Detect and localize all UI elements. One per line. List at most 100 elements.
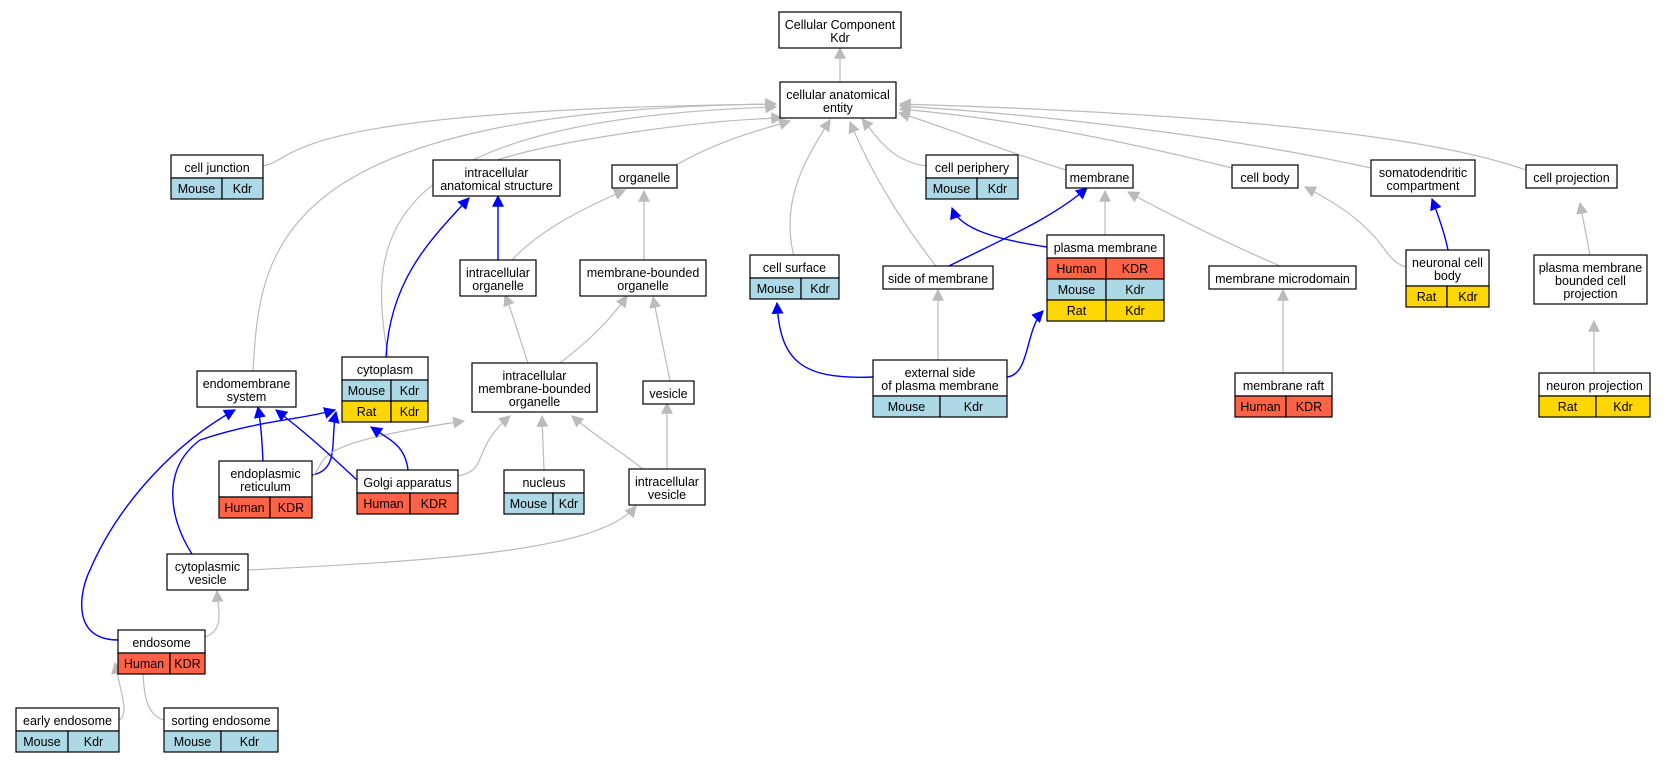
term-box bbox=[432, 159, 561, 197]
species-label: Rat bbox=[1067, 304, 1087, 318]
term-label-line: membrane-bounded bbox=[587, 266, 700, 280]
term-label-line: body bbox=[1434, 269, 1462, 283]
go-term-node-cproj[interactable]: cell projection bbox=[1525, 164, 1618, 189]
term-label-line: plasma membrane bbox=[1054, 241, 1158, 255]
species-label: Human bbox=[363, 497, 403, 511]
edge-layer bbox=[80, 46, 1600, 721]
term-box bbox=[628, 468, 706, 506]
gene-cell-mouse bbox=[939, 395, 1008, 418]
term-box bbox=[459, 259, 537, 297]
term-label-line: Cellular Component bbox=[785, 18, 896, 32]
go-term-node-som[interactable]: side of membrane bbox=[882, 265, 994, 290]
term-label-line: vesicle bbox=[648, 488, 686, 502]
gene-label: KDR bbox=[1122, 262, 1148, 276]
term-label-line: nucleus bbox=[522, 476, 565, 490]
edge-cv-to-cyto-part-of bbox=[172, 407, 337, 555]
term-label-line: intracellular bbox=[635, 475, 699, 489]
term-box bbox=[611, 164, 678, 189]
species-label: Mouse bbox=[510, 497, 548, 511]
term-label-line: projection bbox=[1563, 287, 1617, 301]
gene-label: Kdr bbox=[559, 497, 578, 511]
term-box bbox=[1525, 164, 1618, 189]
gene-cell-mouse bbox=[220, 730, 279, 753]
edge-imbo-to-io-is-a bbox=[503, 293, 529, 364]
species-label: Mouse bbox=[348, 384, 386, 398]
edge-endo-to-ems-part-of bbox=[80, 409, 237, 641]
edge-cper-to-cae-is-a bbox=[861, 118, 927, 167]
edge-som-to-mem-part-of bbox=[938, 187, 1088, 272]
term-label-line: membrane bbox=[1070, 171, 1130, 185]
species-label: Human bbox=[1056, 262, 1096, 276]
term-label-line: cytoplasm bbox=[357, 363, 413, 377]
gene-cell-mouse bbox=[221, 177, 264, 200]
term-label-line: side of membrane bbox=[888, 272, 988, 286]
term-label-line: vesicle bbox=[649, 387, 687, 401]
term-label-line: membrane raft bbox=[1243, 379, 1325, 393]
go-term-node-mem[interactable]: membrane bbox=[1065, 164, 1134, 189]
gene-cell-rat bbox=[1595, 395, 1651, 418]
gene-label: KDR bbox=[174, 657, 200, 671]
edge-cyto-to-ias-part-of bbox=[385, 197, 470, 358]
edge-pm-to-cper-part-of bbox=[950, 206, 1048, 248]
go-term-node-org[interactable]: organelle bbox=[611, 164, 678, 189]
gene-label: Kdr bbox=[1125, 304, 1144, 318]
term-box bbox=[1405, 249, 1490, 287]
gene-label: Kdr bbox=[400, 405, 419, 419]
edge-io-to-org-is-a bbox=[511, 188, 627, 261]
gene-label: KDR bbox=[1296, 400, 1322, 414]
gene-cell-mouse bbox=[800, 277, 840, 300]
term-label-line: reticulum bbox=[240, 480, 291, 494]
edge-espm-to-csurf-part-of bbox=[771, 301, 874, 378]
edge-ias-to-cae-is-a bbox=[496, 112, 784, 161]
gene-label: Kdr bbox=[1613, 400, 1632, 414]
term-label-line: system bbox=[227, 390, 267, 404]
edge-er-to-ems-part-of bbox=[253, 405, 266, 462]
go-term-node-mmd[interactable]: membrane microdomain bbox=[1208, 265, 1357, 290]
term-label-line: cell junction bbox=[184, 161, 249, 175]
gene-label: KDR bbox=[278, 501, 304, 515]
term-label-line: endomembrane bbox=[203, 377, 291, 391]
term-box bbox=[1231, 164, 1299, 189]
term-box bbox=[218, 460, 313, 498]
gene-cell-human bbox=[269, 496, 313, 519]
go-term-node-ves[interactable]: vesicle bbox=[642, 380, 695, 405]
term-label-line: neuronal cell bbox=[1412, 256, 1483, 270]
edge-csurf-to-cae-is-a bbox=[789, 118, 831, 258]
go-term-node-cbody[interactable]: cell body bbox=[1231, 164, 1299, 189]
term-box bbox=[166, 553, 249, 591]
term-box bbox=[1533, 254, 1648, 305]
term-label-line: cell surface bbox=[763, 261, 826, 275]
species-label: Rat bbox=[1417, 290, 1437, 304]
edge-nuc-to-imbo-is-a bbox=[536, 414, 549, 471]
term-label-line: organelle bbox=[617, 279, 668, 293]
edge-ems-to-cae-is-a bbox=[252, 98, 778, 372]
edge-er-to-cyto-part-of bbox=[311, 410, 340, 476]
